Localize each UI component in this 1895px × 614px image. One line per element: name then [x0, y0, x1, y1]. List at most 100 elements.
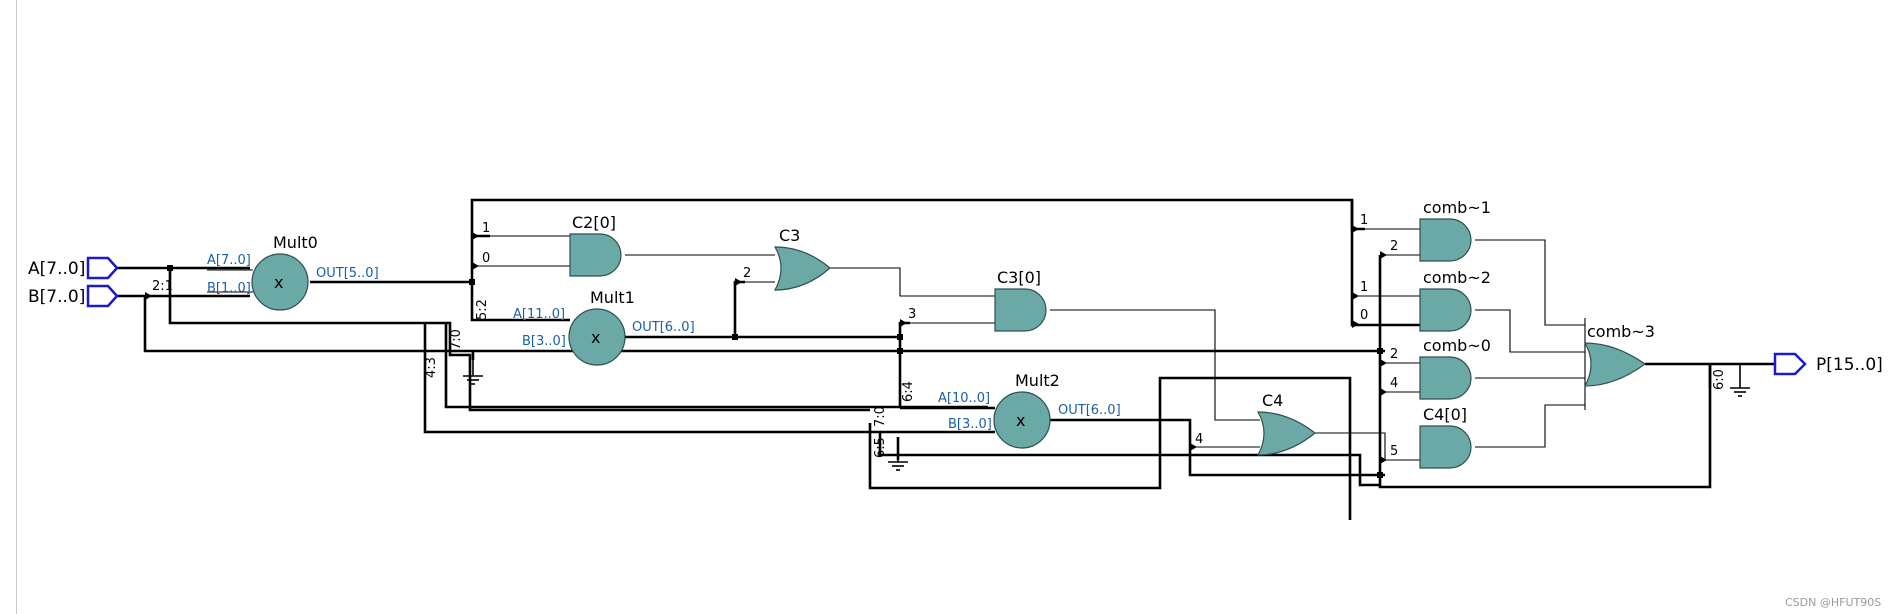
bit-label: 0: [1360, 308, 1368, 323]
c4-or-gate[interactable]: C4: [1256, 391, 1316, 456]
comb2-and-gate[interactable]: comb~2: [1419, 268, 1491, 332]
input-port-a[interactable]: A[7..0]: [28, 256, 119, 280]
arrow-marker: [1190, 443, 1197, 451]
ground-icon: [463, 360, 483, 385]
wire-b-long: [143, 296, 1385, 353]
wire-70a: [444, 323, 988, 409]
c40-and-gate[interactable]: C4[0]: [1419, 405, 1472, 469]
bit-label: 6:4: [901, 381, 916, 402]
junctions: [167, 265, 1383, 478]
bit-label: 3: [908, 307, 916, 322]
wire-to-c3-2: [733, 280, 745, 337]
bit-label: 2: [743, 266, 751, 281]
mult2-symbol: x: [1016, 411, 1025, 430]
arrow-marker: [1352, 225, 1359, 233]
wire-a-branch: [168, 268, 870, 412]
bit-label: 5:2: [475, 299, 490, 320]
mult1-port-b: B[3..0]: [522, 334, 566, 349]
arrow-marker: [472, 232, 479, 240]
junction: [1377, 472, 1383, 478]
bit-label: 5: [1390, 444, 1398, 459]
mult0-port-a: A[7..0]: [207, 253, 251, 268]
c2-and-gate[interactable]: C2[0]: [569, 213, 622, 277]
mult1-symbol: x: [591, 328, 600, 347]
mult0-block[interactable]: x Mult0 A[7..0] B[1..0] OUT[5..0]: [207, 233, 379, 311]
bit-label: 4: [1195, 432, 1203, 447]
bit-label: 6:5: [873, 437, 888, 458]
arrow-marker: [900, 319, 907, 327]
comb3-or-gate[interactable]: comb~3: [1583, 322, 1655, 387]
mult0-pin-lines: [207, 269, 253, 293]
mult1-block[interactable]: x Mult1 A[11..0] B[3..0] OUT[6..0]: [513, 288, 695, 366]
or-gate-icon: [1256, 411, 1316, 456]
comb0-title: comb~0: [1423, 336, 1491, 355]
watermark: CSDN @HFUT90S: [1785, 596, 1881, 609]
wire-mult2-loop: [868, 376, 1352, 520]
wire-c3-to-c30: [830, 267, 995, 297]
wire-cb1-out: [1475, 239, 1585, 326]
comb3-title: comb~3: [1587, 322, 1655, 341]
output-port-p-label: P[15..0]: [1816, 355, 1883, 375]
mult2-port-a: A[10..0]: [938, 391, 990, 406]
junction: [1377, 348, 1383, 354]
bit-label: 6:0: [1712, 369, 1727, 390]
canvas-left-border: [0, 0, 17, 614]
multiplier-circle-icon: [568, 308, 626, 366]
wire-cb2-out: [1475, 309, 1585, 353]
port-arrow-icon: [86, 256, 119, 280]
or-gate-icon: [1583, 342, 1647, 387]
arrow-marker: [1352, 320, 1359, 328]
bit-label: 7:0: [873, 406, 888, 427]
input-port-b-label: B[7..0]: [28, 287, 85, 307]
c30-title: C3[0]: [997, 268, 1041, 287]
arrow-marker: [735, 278, 742, 286]
ground-symbols: [463, 360, 1750, 471]
mult0-title: Mult0: [273, 233, 318, 252]
bit-label: 0: [482, 251, 490, 266]
arrow-marker: [1380, 359, 1387, 367]
mult0-port-out: OUT[5..0]: [316, 266, 379, 281]
wires: [117, 198, 1775, 520]
mult1-port-a: A[11..0]: [513, 307, 565, 322]
mult2-block[interactable]: x Mult2 A[10..0] B[3..0] OUT[6..0]: [938, 371, 1121, 449]
mult2-port-b: B[3..0]: [948, 417, 992, 432]
junction: [167, 265, 173, 271]
junction: [897, 348, 903, 354]
mult2-title: Mult2: [1015, 371, 1060, 390]
junction: [732, 334, 738, 340]
bit-label: 1: [482, 221, 490, 236]
input-arrows: [145, 225, 1387, 464]
bit-label: 7:0: [449, 329, 464, 350]
ground-icon: [888, 460, 908, 471]
and-gate-icon: [994, 288, 1047, 332]
arrow-marker: [145, 292, 152, 300]
ground-icon: [1730, 364, 1750, 397]
arrow-marker: [1380, 251, 1387, 259]
input-port-b[interactable]: B[7..0]: [28, 284, 119, 308]
bit-label: 4:3: [424, 357, 439, 378]
wire-mult0-52: [470, 282, 570, 322]
bit-label: 1: [1360, 280, 1368, 295]
output-port-p[interactable]: P[15..0]: [1773, 352, 1883, 376]
c2-title: C2[0]: [572, 213, 616, 232]
mult2-port-out: OUT[6..0]: [1058, 403, 1121, 418]
c3-title: C3: [779, 226, 800, 245]
and-gate-icon: [1419, 218, 1472, 262]
bit-label: 2: [1390, 239, 1398, 254]
and-gate-icon: [1419, 356, 1472, 400]
bit-label: 1: [1360, 213, 1368, 228]
input-port-a-label: A[7..0]: [28, 259, 85, 279]
arrow-marker: [1352, 292, 1359, 300]
multiplier-circle-icon: [993, 391, 1051, 449]
mult1-title: Mult1: [590, 288, 635, 307]
c30-and-gate[interactable]: C3[0]: [994, 268, 1047, 332]
wire-b-branch-43: [423, 323, 1380, 487]
mult0-symbol: x: [274, 273, 283, 292]
comb1-and-gate[interactable]: comb~1: [1419, 198, 1491, 262]
comb0-and-gate[interactable]: comb~0: [1419, 336, 1491, 400]
c3-or-gate[interactable]: C3: [773, 226, 831, 291]
port-arrow-icon: [1773, 352, 1807, 376]
comb2-title: comb~2: [1423, 268, 1491, 287]
wire-c40-out: [1475, 404, 1585, 448]
